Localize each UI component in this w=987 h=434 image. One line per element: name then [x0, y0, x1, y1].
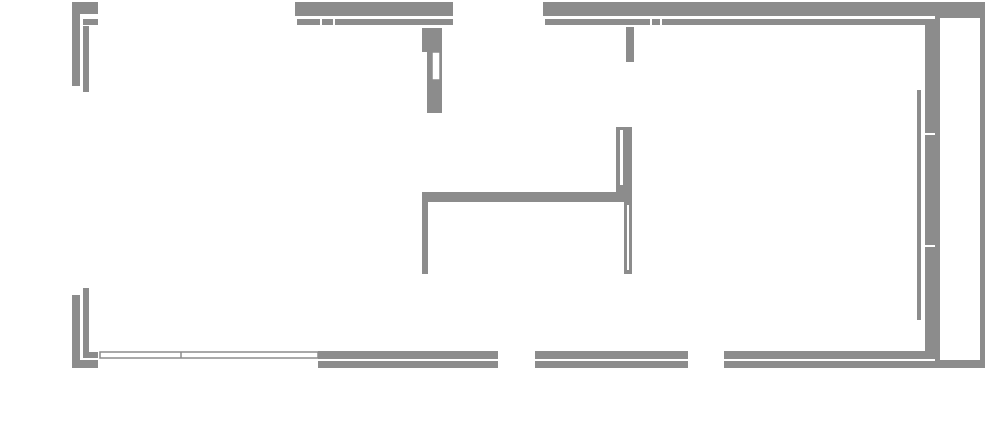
window — [431, 51, 441, 81]
wall-bottom — [318, 351, 935, 368]
wall-top-right — [543, 2, 985, 25]
wall-bottom-left-corner — [72, 288, 98, 368]
wall-middle-room — [422, 127, 632, 274]
wall-right — [917, 2, 985, 368]
wall-top-left-corner — [72, 2, 98, 92]
wall-partition-upper — [422, 28, 442, 113]
window-bottom — [99, 351, 319, 359]
wall-stub — [626, 27, 634, 62]
wall-top-middle — [295, 2, 453, 25]
